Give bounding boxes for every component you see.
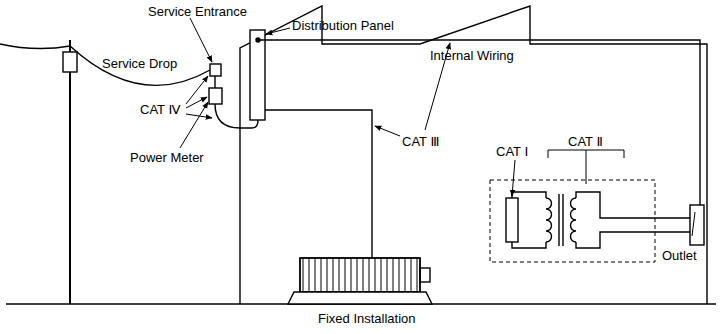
part-name: Service Entrance: [148, 4, 247, 19]
leader-line: [512, 160, 515, 196]
primary-coil: [546, 198, 552, 242]
leader-line: [692, 212, 695, 236]
motor-wiring: [265, 110, 372, 258]
resistor-symbol: [506, 198, 518, 242]
part-name: Service Drop: [102, 56, 177, 71]
transformer-core: [562, 194, 563, 246]
power-meter-box: [209, 88, 222, 104]
part-name: Outlet: [662, 248, 697, 263]
service-entrance-box: [210, 64, 221, 76]
pole-transformer: [63, 52, 77, 72]
utility-pole: [69, 40, 71, 304]
leader-line: [186, 97, 207, 108]
cord-wiring: [576, 192, 690, 248]
leader-line: [180, 102, 208, 148]
motor-outline: [300, 258, 420, 292]
leader-line: [190, 18, 212, 62]
leader-line: [186, 76, 208, 104]
category-label: CAT Ⅳ: [140, 102, 180, 117]
part-name: Power Meter: [130, 150, 204, 165]
motor-shaft: [420, 268, 430, 282]
equipment-enclosure: [490, 180, 655, 262]
cat-two-bracket: [548, 150, 624, 184]
leader-line: [375, 126, 400, 136]
motor-base: [288, 292, 432, 304]
supply-wire: [0, 44, 70, 49]
motor-body: [300, 258, 420, 292]
category-label: CAT Ⅱ: [568, 134, 603, 149]
entrance-meter-wire: [214, 76, 215, 88]
category-label: CAT Ⅲ: [402, 134, 439, 149]
resistor-wiring: [512, 192, 546, 248]
distribution-panel: [250, 30, 265, 120]
category-label: CAT Ⅰ: [496, 144, 528, 159]
part-name: Fixed Installation: [318, 311, 416, 326]
transformer-core: [558, 194, 559, 246]
service-drop-wire: [70, 46, 210, 85]
outlet-symbol: [690, 205, 704, 245]
part-name: Internal Wiring: [430, 48, 514, 63]
secondary-coil: [571, 198, 576, 242]
building-outline: [240, 6, 707, 304]
part-name: Distribution Panel: [292, 18, 394, 33]
leader-line: [266, 28, 290, 34]
